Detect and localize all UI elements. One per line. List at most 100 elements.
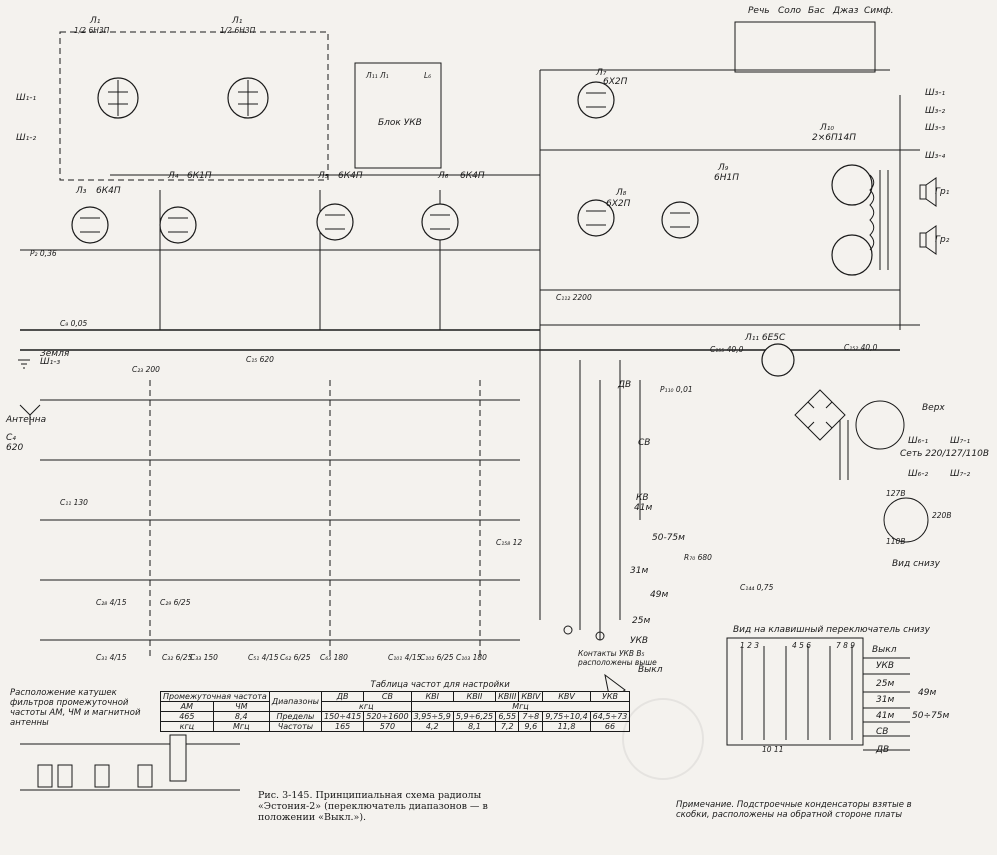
- switch-board-leads: [863, 657, 910, 751]
- svg-text:1/2 6Н3П: 1/2 6Н3П: [74, 26, 110, 35]
- footnote: Примечание. Подстроечные конденсаторы вз…: [676, 800, 912, 820]
- svg-text:Ш₃-₄: Ш₃-₄: [925, 151, 945, 161]
- svg-text:Л₃: Л₃: [75, 186, 87, 196]
- watermark-icon: [622, 698, 704, 780]
- svg-text:Л₁₀: Л₁₀: [819, 123, 834, 133]
- svg-text:Л₁₁ 6Е5С: Л₁₁ 6Е5С: [744, 333, 786, 343]
- svg-text:Л₉: Л₉: [717, 163, 729, 173]
- table-header: КВII: [452, 691, 497, 702]
- svg-text:ДВ: ДВ: [875, 745, 889, 755]
- svg-text:Выкл: Выкл: [638, 665, 663, 675]
- speaker-icon: [919, 225, 937, 255]
- svg-text:Гр₂: Гр₂: [935, 235, 950, 245]
- table-cell: Мгц: [410, 701, 631, 712]
- table-cell: 8,1: [452, 721, 497, 732]
- svg-text:220В: 220В: [932, 511, 951, 520]
- svg-text:С₁₄₄ 0,75: С₁₄₄ 0,75: [740, 583, 774, 592]
- svg-text:С₉ 0,05: С₉ 0,05: [60, 319, 88, 328]
- svg-text:С₁₅₅ 40,0: С₁₅₅ 40,0: [710, 345, 744, 354]
- svg-text:С₂₈ 4/15: С₂₈ 4/15: [96, 598, 127, 607]
- svg-text:С₃₃ 150: С₃₃ 150: [190, 653, 218, 662]
- tube-L11: [761, 343, 795, 377]
- tube-L6: [421, 203, 459, 241]
- svg-text:С₃₂ 6/25: С₃₂ 6/25: [162, 653, 193, 662]
- table-header: СВ: [363, 691, 412, 702]
- table-cell: 11,8: [542, 721, 591, 732]
- svg-text:С₁₅₂ 40,0: С₁₅₂ 40,0: [844, 343, 878, 352]
- switch-board-rails: [741, 646, 853, 740]
- table-cell: ЧМ: [212, 701, 270, 712]
- power-transformer: [839, 420, 849, 480]
- tube-L3: [71, 206, 109, 244]
- svg-text:6Х2П: 6Х2П: [606, 199, 631, 209]
- svg-text:УКВ: УКВ: [876, 661, 894, 671]
- svg-text:С₂₉ 6/25: С₂₉ 6/25: [160, 598, 191, 607]
- svg-text:Л₈: Л₈: [615, 188, 627, 198]
- table-cell: 9,6: [518, 721, 544, 732]
- svg-text:СВ: СВ: [876, 727, 888, 737]
- svg-text:Л₁: Л₁: [89, 16, 101, 26]
- svg-text:Ш₃-₁: Ш₃-₁: [925, 88, 945, 98]
- svg-text:1 2 3: 1 2 3: [740, 641, 759, 650]
- svg-text:Ш₇-₁: Ш₇-₁: [950, 436, 970, 446]
- table-cell: 150÷415: [320, 711, 365, 722]
- svg-text:7 8 9: 7 8 9: [836, 641, 855, 650]
- table-header: КВI: [410, 691, 454, 702]
- svg-text:Л₆: Л₆: [437, 171, 449, 181]
- svg-text:50÷75м: 50÷75м: [912, 711, 949, 721]
- svg-text:6К1П: 6К1П: [187, 171, 212, 181]
- table-header: УКВ: [589, 691, 631, 702]
- table-cell: Пределы: [268, 711, 323, 722]
- svg-text:31м: 31м: [630, 566, 648, 576]
- svg-text:2×6П14П: 2×6П14П: [812, 133, 856, 143]
- svg-text:С₆₂ 6/25: С₆₂ 6/25: [280, 653, 311, 662]
- tube-L1b: [227, 77, 269, 119]
- tube-L9: [661, 201, 699, 239]
- table-cell: 7,2: [495, 721, 520, 732]
- svg-text:Верх: Верх: [922, 403, 945, 413]
- svg-text:Л₇: Л₇: [595, 68, 607, 78]
- svg-text:Ш₃-₃: Ш₃-₃: [925, 123, 945, 133]
- table-cell: 4,2: [410, 721, 454, 732]
- svg-text:6К4П: 6К4П: [338, 171, 363, 181]
- svg-text:Речь: Речь: [748, 6, 770, 16]
- svg-text:Контакты УКВ В₅: Контакты УКВ В₅: [578, 649, 645, 658]
- svg-text:49м: 49м: [918, 688, 936, 698]
- svg-text:Ш₇-₂: Ш₇-₂: [950, 469, 970, 479]
- rectifier-bridge: [794, 389, 846, 441]
- table-cell: кгц: [321, 701, 412, 712]
- tube-L7: [577, 81, 615, 119]
- coil-layout: [20, 734, 240, 791]
- svg-text:Ш₁-₂: Ш₁-₂: [16, 133, 36, 143]
- svg-text:Ш₃-₂: Ш₃-₂: [925, 106, 945, 116]
- svg-text:ДВ: ДВ: [617, 380, 631, 390]
- svg-text:С₁₅₈ 12: С₁₅₈ 12: [496, 538, 522, 547]
- svg-text:Л₄: Л₄: [167, 171, 179, 181]
- figure-caption: Рис. 3-145. Принципиальная схема радиолы…: [258, 790, 488, 823]
- svg-text:расположены выше: расположены выше: [577, 658, 657, 667]
- svg-text:Л₁: Л₁: [231, 16, 243, 26]
- svg-text:Антенна: Антенна: [5, 415, 46, 425]
- table-cell: 9,75÷10,4: [542, 711, 591, 722]
- svg-text:6К4П: 6К4П: [460, 171, 485, 181]
- tube-L8: [577, 199, 615, 237]
- table-header: Промежуточная частота: [160, 691, 270, 702]
- svg-text:49м: 49м: [650, 590, 668, 600]
- svg-text:31м: 31м: [876, 695, 894, 705]
- svg-text:УКВ: УКВ: [630, 636, 648, 646]
- mains-socket: [855, 400, 929, 543]
- antenna-icon: [19, 404, 41, 425]
- svg-text:6Н1П: 6Н1П: [714, 173, 739, 183]
- coil-layout-title: Расположение катушек фильтров промежуточ…: [10, 688, 141, 728]
- table-header: КВIV: [518, 691, 544, 702]
- svg-text:127В: 127В: [886, 489, 905, 498]
- svg-text:Ш₁-₁: Ш₁-₁: [16, 93, 36, 103]
- svg-text:С₁₁ 130: С₁₁ 130: [60, 498, 88, 507]
- svg-text:41м: 41м: [876, 711, 894, 721]
- table-header: КВIII: [495, 691, 520, 702]
- svg-text:25м: 25м: [632, 616, 650, 626]
- table-cell: АМ: [160, 701, 214, 712]
- svg-text:Р₁₁₀ 0,01: Р₁₁₀ 0,01: [660, 385, 693, 394]
- svg-text:25м: 25м: [876, 679, 894, 689]
- tone-switch-frame: [734, 21, 876, 73]
